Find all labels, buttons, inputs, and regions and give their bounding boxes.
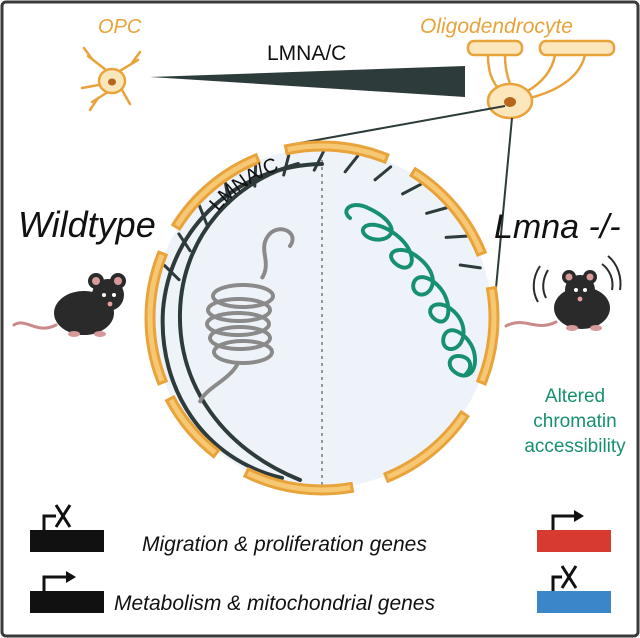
gene-bar-left <box>30 591 104 613</box>
gene-bar-right <box>537 591 611 613</box>
gene-label-migration: Migration & proliferation genes <box>142 533 427 556</box>
opc-label: OPC <box>98 16 142 38</box>
lamina-tick <box>197 204 209 227</box>
envelope-segment <box>170 152 262 232</box>
envelope-segment <box>164 394 221 459</box>
gene-promoter-icon <box>42 514 56 530</box>
lamina-tick <box>223 181 231 205</box>
active-arrow-icon <box>66 571 76 583</box>
oligodendrocyte-label: Oligodendrocyte <box>420 15 573 38</box>
lamina-tick <box>343 154 360 174</box>
lmna-gradient-wedge <box>150 66 465 97</box>
gene-label-metabolism: Metabolism & mitochondrial genes <box>114 592 435 615</box>
envelope-segment <box>408 166 488 258</box>
gene-bar-left <box>30 530 104 552</box>
envelope-segment <box>144 250 169 386</box>
repressed-cross-icon <box>54 504 72 528</box>
repressed-cross-icon <box>560 565 578 589</box>
lamina-tick <box>163 263 181 282</box>
knockout-label: Lmna -/- <box>494 208 621 246</box>
mouse-icon-knockout <box>504 255 622 331</box>
lamina-tick <box>282 153 291 177</box>
wildtype-label: Wildtype <box>18 204 156 245</box>
gene-promoter-icon <box>551 514 574 530</box>
lamina-tick <box>444 234 468 239</box>
nuclear-envelope <box>144 140 500 496</box>
gene-row-migration <box>30 504 611 552</box>
gene-bar-right <box>537 530 611 552</box>
altered-accessibility-label: Altered chromatin accessibility <box>524 386 626 457</box>
nucleus-interior <box>152 148 492 488</box>
lamina-cross-ticks <box>163 150 482 282</box>
envelope-segment <box>283 140 390 165</box>
active-arrow-icon <box>574 510 584 522</box>
lamina-tick <box>253 164 258 188</box>
zoom-line-right <box>495 117 513 289</box>
lamina-tick <box>458 263 482 270</box>
opc-cell-icon <box>80 46 142 112</box>
envelope-segment <box>242 466 355 496</box>
lamina-mesh <box>160 162 324 482</box>
envelope-segment <box>475 285 500 386</box>
gene-row-metabolism <box>30 565 611 613</box>
lmna-gradient-label: LMNA/C <box>267 42 347 65</box>
mouse-icon <box>12 273 126 337</box>
lamina-tick <box>401 182 423 196</box>
zoom-line-left <box>299 105 506 144</box>
envelope-segment <box>382 409 470 484</box>
condensed-chromatin <box>198 227 295 404</box>
lamina-tick <box>425 206 448 215</box>
lamina-tick <box>177 232 192 253</box>
gene-promoter-icon <box>551 575 562 591</box>
lamina-tick <box>373 165 393 182</box>
gene-promoter-icon <box>42 575 66 591</box>
lamina-tick <box>312 150 325 172</box>
open-chromatin <box>344 203 477 378</box>
oligodendrocyte-icon <box>466 39 616 120</box>
